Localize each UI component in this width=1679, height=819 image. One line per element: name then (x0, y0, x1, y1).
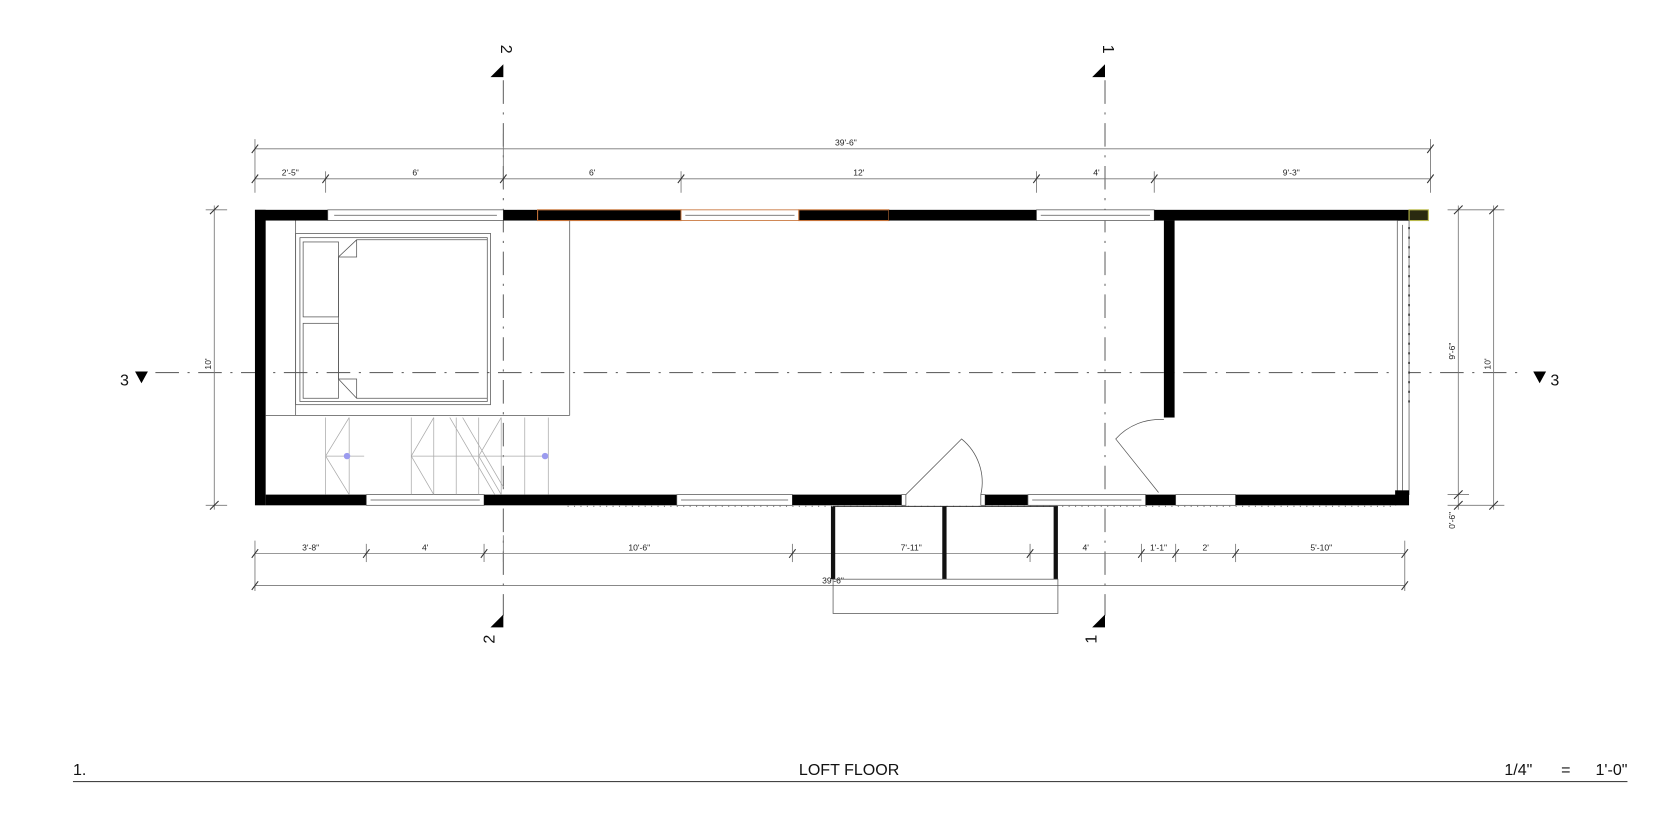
dim-right-outer: 10' (1482, 358, 1492, 370)
stairs (325, 417, 549, 495)
sheet-title: LOFT FLOOR (799, 761, 899, 779)
scale-right: 1'-0" (1595, 761, 1627, 779)
dim-bottom-segment: 7'-11" (901, 542, 922, 552)
section-arrow-icon (490, 614, 504, 628)
loft-platform (265, 220, 571, 416)
sheet-title-block: 1. LOFT FLOOR 1/4" = 1'-0" (72, 761, 1628, 783)
bed (295, 233, 491, 406)
section-marker-1-top[interactable]: 1 (1092, 45, 1117, 78)
side-dimensions: 10' 9'-6" 10' 0'-6" (203, 205, 1505, 529)
dim-bottom-segment: 3'-8" (302, 542, 319, 552)
dim-right-inner: 9'-6" (1447, 343, 1457, 360)
stair-node (541, 452, 549, 460)
dim-overall-top: 39'-6" (835, 138, 857, 148)
bottom-dimensions: 3'-8" 4' 10'-6" 7'-11" 4' 1'-1" 2' 5'-10… (251, 535, 1409, 591)
entry-deck (830, 505, 1059, 614)
section-marker-2-bottom[interactable]: 2 (481, 614, 504, 644)
svg-text:1: 1 (1082, 635, 1100, 644)
dim-top-segment: 6' (412, 168, 419, 178)
section-arrow-icon (1533, 371, 1547, 384)
svg-text:2: 2 (481, 635, 499, 644)
section-arrow-icon (135, 371, 148, 384)
scale-equals: = (1561, 761, 1570, 779)
dim-bottom-segment: 4' (422, 542, 429, 552)
section-lines (155, 80, 1526, 616)
section-arrow-icon (1092, 614, 1106, 628)
exterior-walls (254, 209, 1429, 508)
section-marker-1-bottom[interactable]: 1 (1082, 614, 1106, 644)
section-arrow-icon (1092, 64, 1106, 78)
svg-text:2: 2 (497, 45, 515, 54)
section-arrow-icon (490, 64, 504, 78)
dim-top-segment: 9'-3" (1283, 168, 1300, 178)
dim-bottom-segment: 10'-6" (628, 542, 650, 552)
stair-node (343, 452, 351, 460)
dim-top-segment: 2'-5" (282, 168, 299, 178)
pillow (302, 241, 339, 318)
dim-bottom-segment: 2' (1202, 542, 1209, 552)
bathroom-door[interactable] (1115, 419, 1164, 493)
dim-top-segment: 6' (589, 168, 596, 178)
dim-top-segment: 12' (853, 168, 865, 178)
section-marker-2-top[interactable]: 2 (490, 45, 515, 78)
section-marker-3-left[interactable]: 3 (120, 371, 148, 389)
svg-text:3: 3 (1550, 371, 1559, 389)
dim-left-height: 10' (203, 358, 213, 370)
entry-door[interactable] (905, 438, 983, 495)
scale-left: 1/4" (1504, 761, 1532, 779)
top-dimensions: 39'-6" 2'-5" 6' 6' 12' 4' 9'-3" (251, 133, 1435, 193)
dim-top-segment: 4' (1093, 168, 1100, 178)
dim-bottom-segment: 4' (1083, 542, 1090, 552)
sheet-number: 1. (73, 761, 86, 779)
svg-text:1: 1 (1099, 45, 1117, 54)
dim-bottom-segment: 1'-1" (1150, 542, 1167, 552)
dim-bottom-segment: 5'-10" (1310, 542, 1332, 552)
dim-right-offset: 0'-6" (1447, 512, 1457, 529)
section-marker-3-right[interactable]: 3 (1533, 371, 1559, 389)
pillow (302, 322, 339, 399)
svg-text:3: 3 (120, 371, 129, 389)
